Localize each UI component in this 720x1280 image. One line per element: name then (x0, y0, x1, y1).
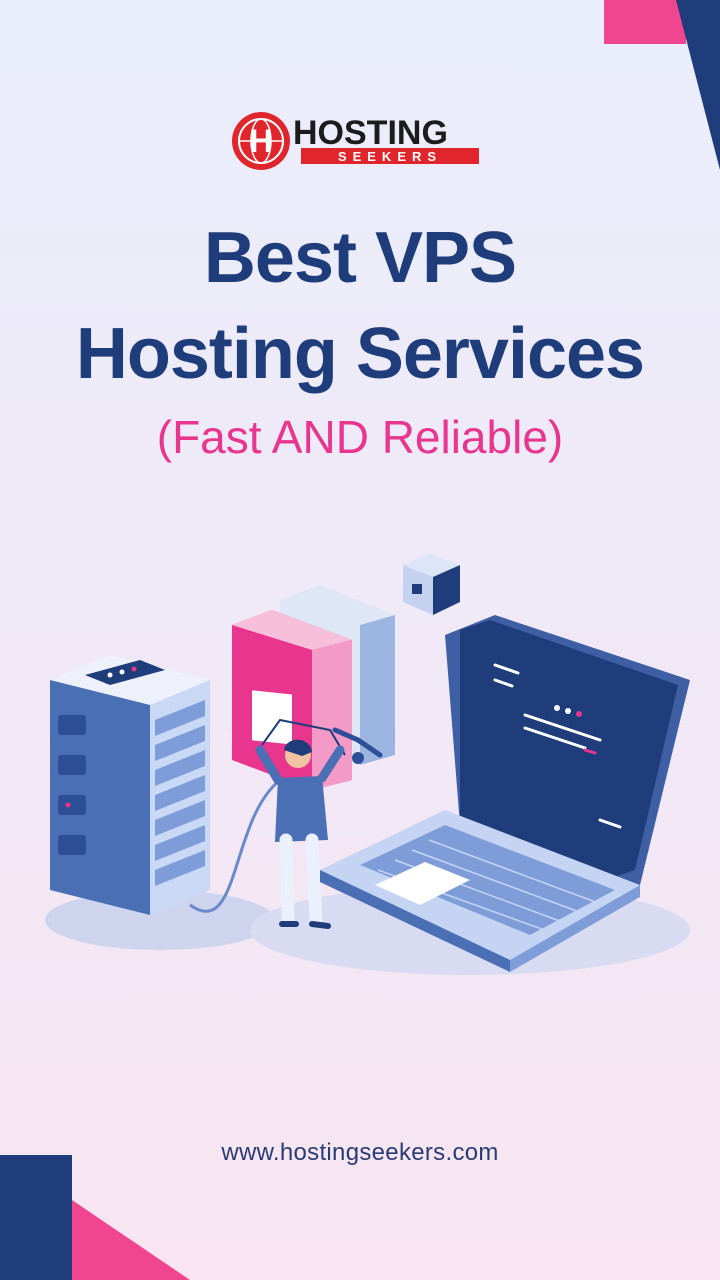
logo-text-top: HOSTING (293, 114, 448, 152)
corner-decoration-bottom-left (0, 1155, 190, 1280)
headline-line-2: Hosting Services (75, 314, 645, 394)
person-icon (255, 718, 346, 929)
website-link[interactable]: www.hostingseekers.com (221, 1139, 499, 1166)
laptop-icon (320, 615, 690, 972)
headline-subtitle: (Fast AND Reliable) (156, 411, 564, 463)
corner-decoration-top-right (604, 0, 720, 170)
logo-letter: H (249, 123, 272, 159)
logo-text-bottom: SEEKERS (338, 149, 442, 164)
hosting-seekers-logo: H HOSTING SEEKERS (231, 111, 481, 171)
vps-illustration (45, 553, 690, 975)
logo-globe-icon: H HOSTING SEEKERS (232, 112, 479, 170)
server-rack-icon (50, 655, 210, 915)
headline-line-1: Best VPS (203, 218, 517, 298)
cube-icon (403, 553, 460, 615)
book-icon (232, 585, 395, 790)
